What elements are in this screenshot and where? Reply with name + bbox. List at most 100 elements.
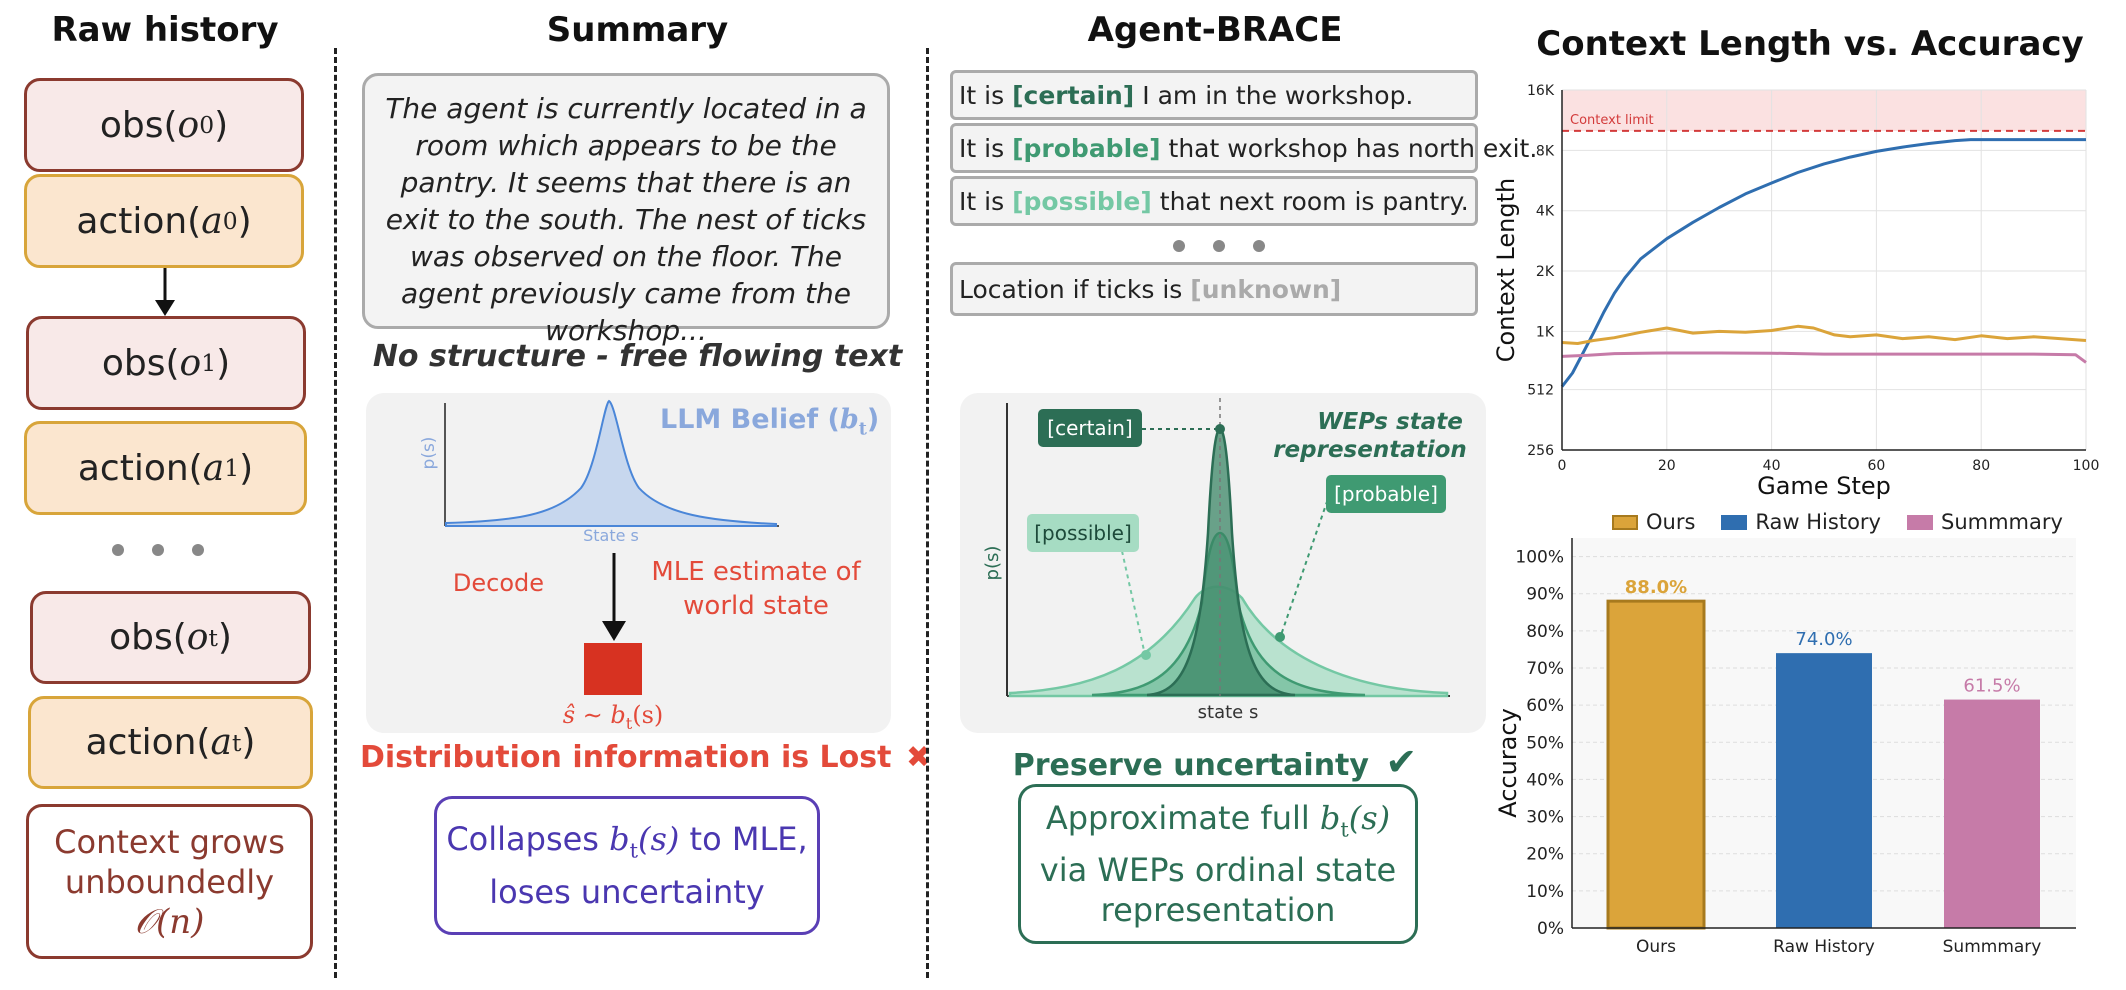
series-line-summmary xyxy=(1561,351,2087,364)
y-tick-label: 70% xyxy=(1526,659,1564,679)
y-tick-label: 60% xyxy=(1526,696,1564,716)
belief-x-axis-label: State s xyxy=(583,526,639,545)
collapse-line1-post: to MLE, xyxy=(679,819,808,858)
possible-tag-label: [possible] xyxy=(1034,521,1132,545)
y-tick-label: 512 xyxy=(1527,383,1554,399)
action-1-var: a xyxy=(202,447,225,489)
approximate-line2: via WEPs ordinal state xyxy=(1039,850,1397,889)
x-tick-label: 60 xyxy=(1867,458,1885,474)
obs-t-label: obs xyxy=(109,617,173,658)
accuracy-bar-chart: 0%10%20%30%40%50%60%70%80%90%100%88.0%Ou… xyxy=(1494,538,2076,957)
wep-statement-possible: It is[possible]that next room is pantry. xyxy=(950,176,1478,226)
decode-label: Decode xyxy=(453,569,544,597)
weps-title-line1: WEPs state xyxy=(1317,409,1463,435)
obs-t-sub: t xyxy=(208,623,218,652)
y-tick-label: 8K xyxy=(1536,143,1555,159)
wep-statement-certain: It is[certain]I am in the workshop. xyxy=(950,70,1478,120)
y-tick-label: 0% xyxy=(1537,919,1564,939)
belief-y-axis-label: p(s) xyxy=(419,437,439,470)
y-tick-label: 50% xyxy=(1526,733,1564,753)
obs-1-sub: 1 xyxy=(201,349,217,377)
y-tick-label: 10% xyxy=(1526,882,1564,902)
loss-note: Distribution information is Lost ✖ xyxy=(360,740,932,775)
y-tick-label: 1K xyxy=(1536,324,1555,340)
wep-statement-unknown: Location if ticks is[unknown] xyxy=(950,262,1478,316)
bar-summmary xyxy=(1944,699,2040,928)
context-complexity: 𝒪(n) xyxy=(134,901,205,942)
preserve-note: Preserve uncertainty ✔ xyxy=(1012,740,1418,784)
y-tick-label: 4K xyxy=(1536,204,1555,220)
y-tick-label: 20% xyxy=(1526,845,1564,865)
llm-belief-diagram: p(s) State s Decode MLE estimate of worl… xyxy=(419,399,862,733)
legend-item-ours: Ours xyxy=(1612,510,1695,534)
action-1-label: action xyxy=(77,447,189,489)
ellipsis-dots xyxy=(112,544,204,556)
belief-curve xyxy=(445,399,777,527)
weps-y-axis-label: p(s) xyxy=(982,546,1003,581)
context-limit-region xyxy=(1562,90,2086,131)
obs-t-var: o xyxy=(186,617,209,658)
transition-arrow xyxy=(155,268,175,316)
bar-raw-history xyxy=(1776,653,1872,928)
x-tick-label: 20 xyxy=(1658,458,1676,474)
y-tick-label: 80% xyxy=(1526,622,1564,642)
y-axis-title: Accuracy xyxy=(1494,708,1522,818)
summary-title: Summary xyxy=(546,10,729,50)
obs-1-label: obs xyxy=(101,342,166,384)
weps-title-line2: representation xyxy=(1273,437,1467,463)
y-tick-label: 16K xyxy=(1527,83,1555,99)
obs-0-sub: 0 xyxy=(199,111,215,139)
x-tick-label: Summmary xyxy=(1943,937,2042,957)
bar-value-label: 88.0% xyxy=(1625,577,1687,598)
bar-value-label: 74.0% xyxy=(1795,629,1852,650)
y-tick-label: 30% xyxy=(1526,808,1564,828)
bar-chart-legend: Ours Raw History Summmary xyxy=(1612,510,2063,534)
agent-brace-title: Agent-BRACE xyxy=(1087,10,1343,50)
line-chart-title: Context Length vs. Accuracy xyxy=(1536,24,2084,64)
action-0-label: action xyxy=(76,200,188,242)
y-tick-label: 90% xyxy=(1526,585,1564,605)
action-t-sub: t xyxy=(231,728,242,757)
series-line-raw-history xyxy=(1560,138,2086,388)
possible-tag-box xyxy=(1027,514,1139,552)
context-grows-box: Context grows unboundedly 𝒪(n) xyxy=(26,804,313,959)
y-tick-label: 100% xyxy=(1515,548,1564,568)
collapse-line1-pre: Collapses xyxy=(446,819,610,858)
y-tick-label: 2K xyxy=(1536,264,1555,280)
x-tick-label: 80 xyxy=(1972,458,1990,474)
y-tick-label: 256 xyxy=(1527,443,1554,459)
bar-value-label: 61.5% xyxy=(1963,676,2020,697)
y-tick-label: 40% xyxy=(1526,770,1564,790)
obs-1-var: o xyxy=(179,342,202,384)
wep-ellipsis-dots xyxy=(1173,240,1265,252)
context-note-line2: unboundedly xyxy=(64,862,275,901)
sample-formula: ŝ ∼ bt(s) xyxy=(563,701,664,733)
y-axis-title: Context Length xyxy=(1492,178,1520,362)
weps-x-axis-label: state s xyxy=(1198,702,1259,723)
x-tick-label: 0 xyxy=(1558,458,1567,474)
raw-history-title: Raw history xyxy=(51,10,279,50)
bar-ours xyxy=(1606,599,1706,930)
action-t-var: a xyxy=(210,722,232,763)
action-1-sub: 1 xyxy=(224,454,240,482)
mle-label-line2: world state xyxy=(683,591,829,621)
obs-0-label: obs xyxy=(99,104,164,146)
action-0-sub: 0 xyxy=(222,207,238,235)
legend-item-raw-history: Raw History xyxy=(1721,510,1881,534)
summary-text-box: The agent is currently located in a room… xyxy=(362,73,890,347)
collapse-line2: loses uncertainty xyxy=(489,873,765,912)
check-mark-icon: ✔ xyxy=(1385,740,1418,784)
summary-caption: No structure - free flowing text xyxy=(372,339,903,374)
action-0-var: a xyxy=(201,200,223,242)
certain-tag-box xyxy=(1038,409,1142,447)
llm-belief-label: LLM Belief (bt) xyxy=(660,404,880,440)
x-axis-title: Game Step xyxy=(1757,472,1891,500)
weps-diagram: [certain] [probable] [possible] WEPs sta… xyxy=(982,398,1467,723)
probable-tag-box xyxy=(1326,475,1446,513)
